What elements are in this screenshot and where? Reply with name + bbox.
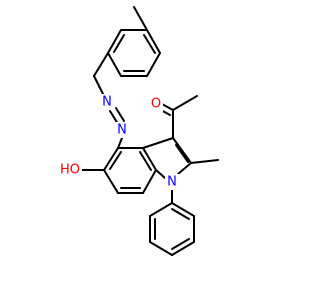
bond xyxy=(103,169,119,194)
bond xyxy=(171,238,190,250)
molecule-canvas: N N O HO N xyxy=(58,6,219,256)
bond xyxy=(133,6,148,31)
hydroxyl-label: HO xyxy=(60,163,80,178)
bond xyxy=(93,75,105,97)
bond xyxy=(171,208,190,220)
bond xyxy=(107,52,122,77)
bond xyxy=(172,95,198,111)
bond xyxy=(146,52,161,77)
bond xyxy=(142,137,174,149)
atom-label-layer: N N O HO N xyxy=(58,94,179,190)
bond xyxy=(142,147,157,171)
bond xyxy=(113,34,125,53)
azo-nitrogen-lower-label: N xyxy=(117,123,127,138)
bond xyxy=(139,151,152,171)
bond xyxy=(103,147,119,171)
azo-nitrogen-upper-label: N xyxy=(102,95,112,110)
bond xyxy=(190,159,219,164)
bond xyxy=(177,162,192,175)
bond xyxy=(171,202,195,217)
bond xyxy=(143,34,156,54)
bond xyxy=(149,202,173,217)
indole-nitrogen-label: N xyxy=(167,175,177,190)
bond xyxy=(172,137,192,164)
bond xyxy=(109,151,122,170)
bond xyxy=(93,52,109,77)
bond xyxy=(142,169,157,194)
bond xyxy=(146,29,161,54)
bond xyxy=(117,137,123,149)
bond xyxy=(115,107,125,122)
bond xyxy=(175,144,189,163)
bond xyxy=(155,169,166,179)
bond xyxy=(107,29,122,54)
bond xyxy=(109,110,119,125)
structure-diagram: N N O HO N xyxy=(58,6,219,256)
carbonyl-oxygen-label: O xyxy=(151,97,161,112)
bond xyxy=(149,241,173,256)
bond xyxy=(171,241,195,256)
bond xyxy=(161,103,174,111)
bond-layer xyxy=(79,6,219,256)
